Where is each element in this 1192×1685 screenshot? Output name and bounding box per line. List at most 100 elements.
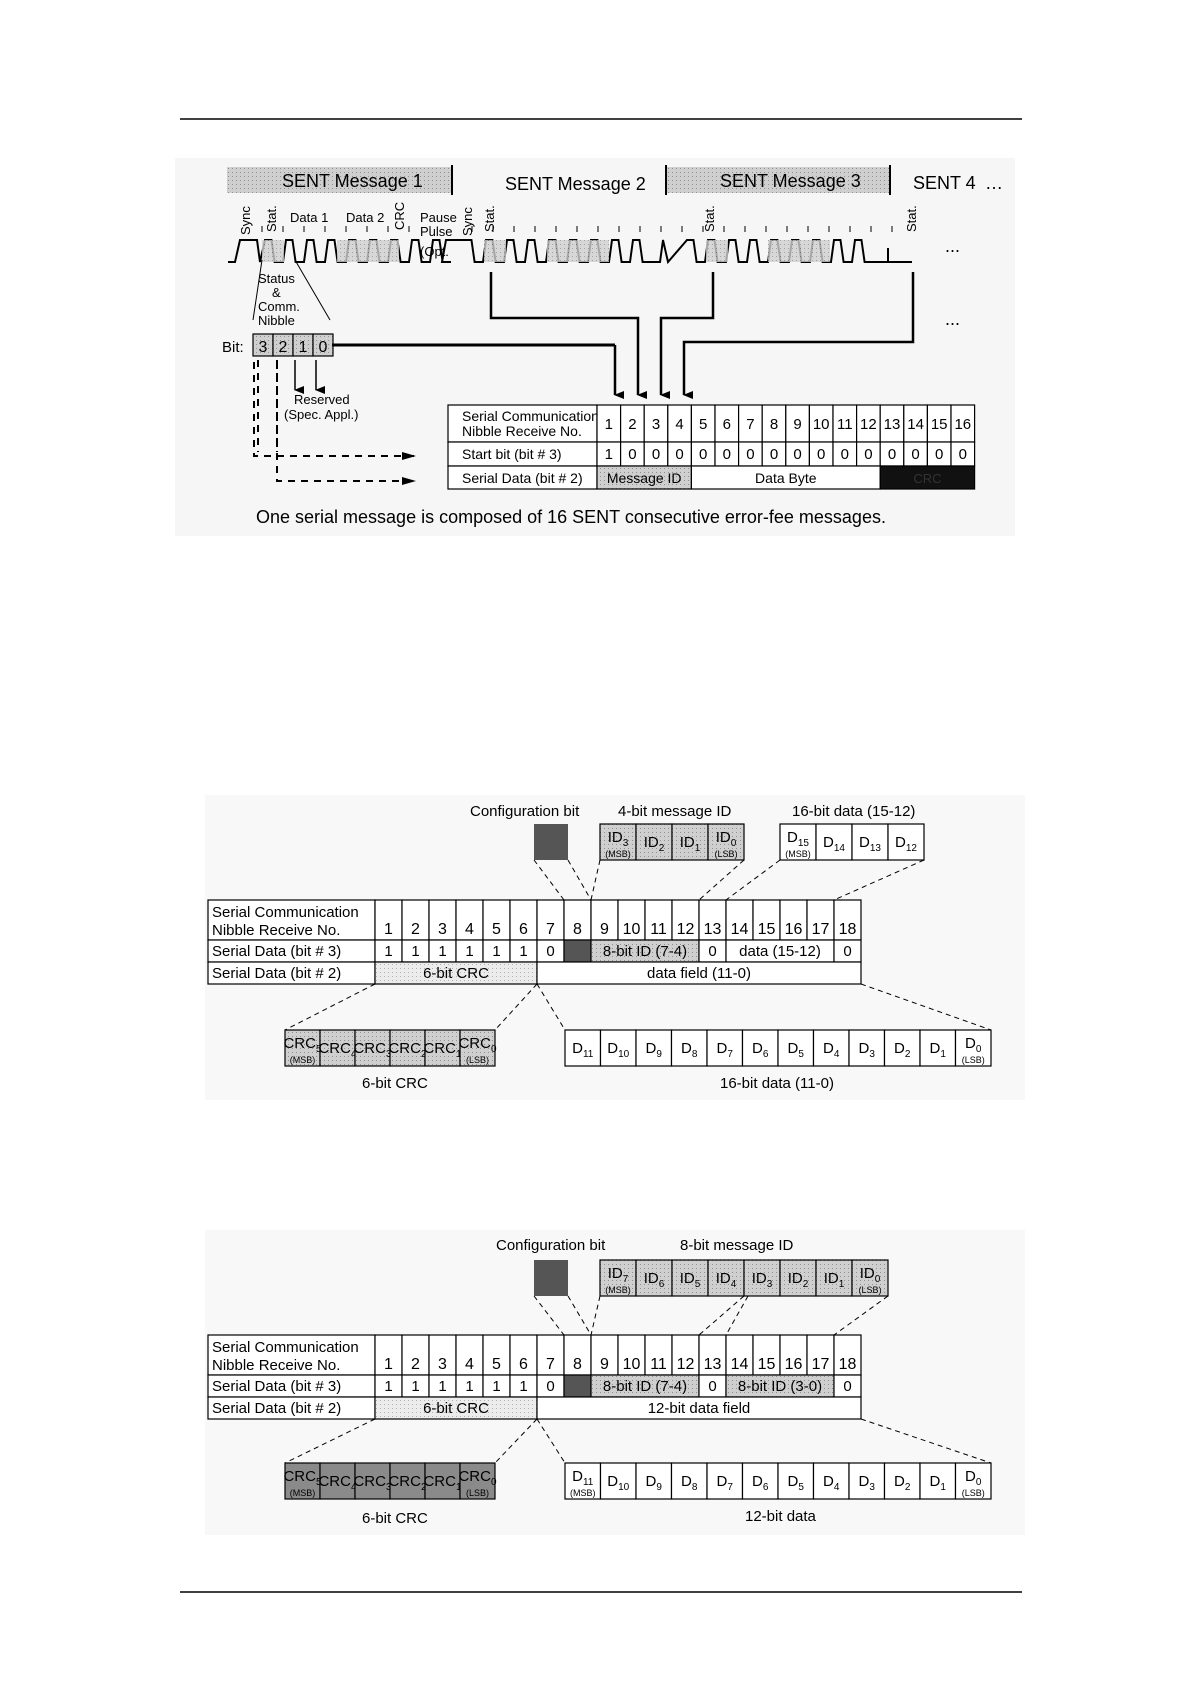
crc-bit-5-note: (MSB) — [290, 1055, 316, 1065]
data-bit-3 — [848, 1029, 886, 1067]
data-top-bit-15-note: (MSB) — [785, 849, 811, 859]
nibble-number: 17 — [812, 921, 830, 938]
id-bit-2 — [779, 1259, 817, 1297]
nibble-number: 15 — [758, 921, 776, 938]
nibble-number-cell — [698, 899, 727, 941]
crc-bit-0-label: CRC0 — [458, 1468, 497, 1488]
crc-bit-4 — [319, 1462, 356, 1500]
crc-bit-4-label: CRC4 — [318, 1473, 357, 1493]
spec-appl-label: (Spec. Appl.) — [284, 407, 358, 422]
data-bit-4 — [812, 1029, 850, 1067]
start-bit-value: 0 — [699, 446, 707, 463]
waveform-hatch — [768, 240, 830, 262]
nibble-number: 9 — [600, 1356, 609, 1373]
start-bit-value: 0 — [770, 446, 778, 463]
data-top-bit-15 — [779, 823, 817, 861]
data-high-label: 8-bit ID (3-0) — [738, 1378, 822, 1395]
status-label-2: & — [272, 285, 281, 300]
nibble-number: 9 — [600, 921, 609, 938]
nibble-number: 13 — [884, 416, 901, 433]
msg2-label: SENT Message 2 — [505, 174, 646, 194]
msg4-label: SENT 4 — [913, 173, 976, 193]
nibble-number-cell — [455, 1334, 484, 1376]
nibble-number: 4 — [675, 416, 683, 433]
nibble-number-cell — [644, 1334, 673, 1376]
start-bit-value: 1 — [605, 446, 613, 463]
start-bit-value: 0 — [817, 446, 825, 463]
nibble-number-cell — [833, 1334, 862, 1376]
crc-bit-5-label: CRC5 — [283, 1035, 322, 1055]
nibble-number: 8 — [770, 416, 778, 433]
id-bit-0-note: (LSB) — [858, 1285, 881, 1295]
crc-bit-5-label: CRC5 — [283, 1468, 322, 1488]
fig2-crc-caption: 6-bit CRC — [362, 1075, 428, 1092]
start-bit-value: 0 — [675, 446, 683, 463]
nibble-number: 1 — [384, 1356, 393, 1373]
nibble-number: 2 — [628, 416, 636, 433]
bit3-value: 1 — [411, 1378, 419, 1395]
nibble-number-cell — [590, 899, 619, 941]
stat-label-2: Stat. — [482, 205, 497, 232]
data-high-label: data (15-12) — [739, 943, 821, 960]
nibble-number: 4 — [465, 921, 474, 938]
start-bit-value: 0 — [746, 446, 754, 463]
crc-bit-2 — [389, 1029, 426, 1067]
nibble-number: 18 — [839, 1356, 857, 1373]
bit3-value: 1 — [519, 1378, 527, 1395]
bit3-value: 1 — [384, 1378, 392, 1395]
crc-field-label: 6-bit CRC — [423, 965, 489, 982]
bit3-value: 1 — [492, 943, 500, 960]
bit3-value: 1 — [492, 1378, 500, 1395]
nibble-number: 5 — [492, 1356, 501, 1373]
nibble-number: 15 — [758, 1356, 776, 1373]
id-bit-1 — [815, 1259, 853, 1297]
nibble-number: 10 — [813, 416, 830, 433]
msg3-bar — [666, 167, 890, 193]
nibble-number: 6 — [723, 416, 731, 433]
crc-bit-4-label: CRC4 — [318, 1040, 357, 1060]
data-top-bit-13 — [851, 823, 889, 861]
fig2-data-top-label: 16-bit data (15-12) — [792, 803, 915, 820]
data-bit-7 — [706, 1462, 744, 1500]
bit3-value: 1 — [519, 943, 527, 960]
ellipsis-wave: ... — [945, 236, 960, 256]
bit3-value: 1 — [411, 943, 419, 960]
crc-bit-1-label: CRC1 — [423, 1040, 462, 1060]
id-bit-5 — [671, 1259, 709, 1297]
start-bit-value: 0 — [723, 446, 731, 463]
sent-waveform — [228, 226, 912, 265]
nibble-number: 14 — [907, 416, 924, 433]
ellipsis-top: … — [985, 173, 1003, 193]
data-bit-9 — [635, 1029, 673, 1067]
serial-data-label: Serial Data (bit # 2) — [462, 470, 583, 486]
message-id-label: Message ID — [607, 470, 682, 486]
nibble-number-cell — [590, 1334, 619, 1376]
crc-bit-2-label: CRC2 — [388, 1473, 427, 1493]
crc-cell — [879, 465, 976, 490]
stat-label-4: Stat. — [904, 205, 919, 232]
data-bit-5 — [777, 1462, 815, 1500]
fig2-msg-id-label: 4-bit message ID — [618, 803, 732, 820]
nibble-number: 8 — [573, 921, 582, 938]
status-bit-0: 0 — [319, 339, 328, 356]
nibble-number-cell — [401, 899, 430, 941]
data-bit-7 — [706, 1029, 744, 1067]
crc-bit-0 — [459, 1462, 496, 1500]
figure-1-caption: One serial message is composed of 16 SEN… — [256, 507, 886, 527]
id-bit-0 — [851, 1259, 889, 1297]
data-bit-11 — [564, 1029, 602, 1067]
start-bit-header — [447, 441, 598, 467]
data-field-cell — [536, 961, 862, 985]
header-text-1: Serial Communication — [212, 1339, 359, 1356]
data-bit-10 — [599, 1029, 637, 1067]
nibble-number: 4 — [465, 1356, 474, 1373]
nibble-number: 9 — [793, 416, 801, 433]
bit3-value: 1 — [438, 1378, 446, 1395]
bit3-label: Serial Data (bit # 3) — [212, 1378, 341, 1395]
crc-bit-2-label: CRC2 — [388, 1040, 427, 1060]
nibble-number-cell — [752, 899, 781, 941]
nibble-number: 1 — [605, 416, 613, 433]
nibble-number-cell — [455, 899, 484, 941]
reserved-label: Reserved — [294, 392, 350, 407]
